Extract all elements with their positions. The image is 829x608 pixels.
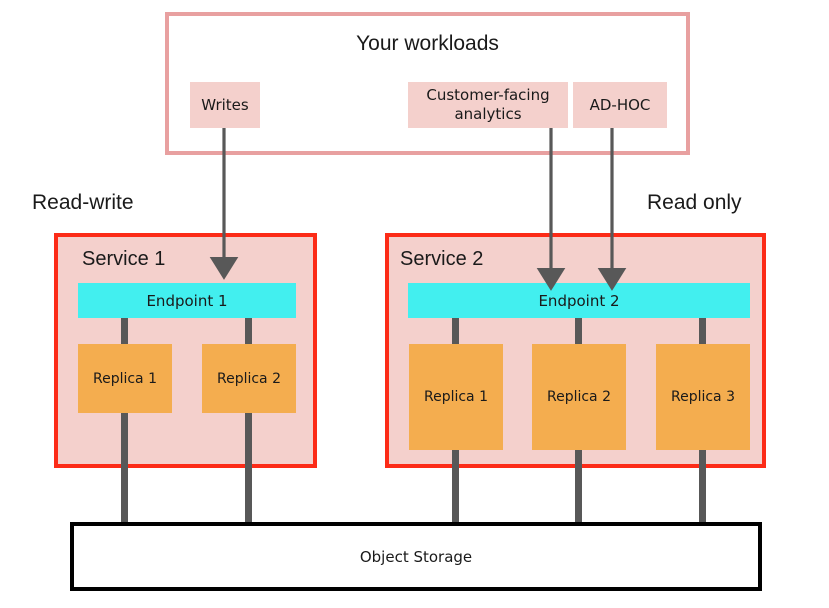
service-2-replica-3[interactable]: Replica 3 [656,344,750,450]
connector-s2replica3-storage [699,450,706,523]
workload-ad-hoc[interactable]: AD-HOC [573,82,667,128]
service-1-replica-2[interactable]: Replica 2 [202,344,296,413]
workloads-title: Your workloads [356,32,499,55]
label-read-write: Read-write [32,191,134,214]
connector-s1replica2-storage [245,413,252,523]
connector-endpoint2-replica2 [575,318,582,344]
connector-endpoint1-replica2 [245,318,252,344]
workload-customer-facing-analytics[interactable]: Customer-facing analytics [408,82,568,128]
connector-s2replica1-storage [452,450,459,523]
connector-s1replica1-storage [121,413,128,523]
service-1-replica-1[interactable]: Replica 1 [78,344,172,413]
service-2-title: Service 2 [400,248,484,270]
label-read-only: Read only [647,191,742,214]
service-2-replica-2[interactable]: Replica 2 [532,344,626,450]
connector-endpoint2-replica3 [699,318,706,344]
connector-endpoint1-replica1 [121,318,128,344]
service-2-replica-1[interactable]: Replica 1 [409,344,503,450]
service-1-endpoint[interactable]: Endpoint 1 [78,283,296,318]
service-1-title: Service 1 [82,248,166,270]
service-2-endpoint[interactable]: Endpoint 2 [408,283,750,318]
workload-writes[interactable]: Writes [190,82,260,128]
object-storage-box[interactable]: Object Storage [70,522,762,591]
connector-endpoint2-replica1 [452,318,459,344]
connector-s2replica2-storage [575,450,582,523]
